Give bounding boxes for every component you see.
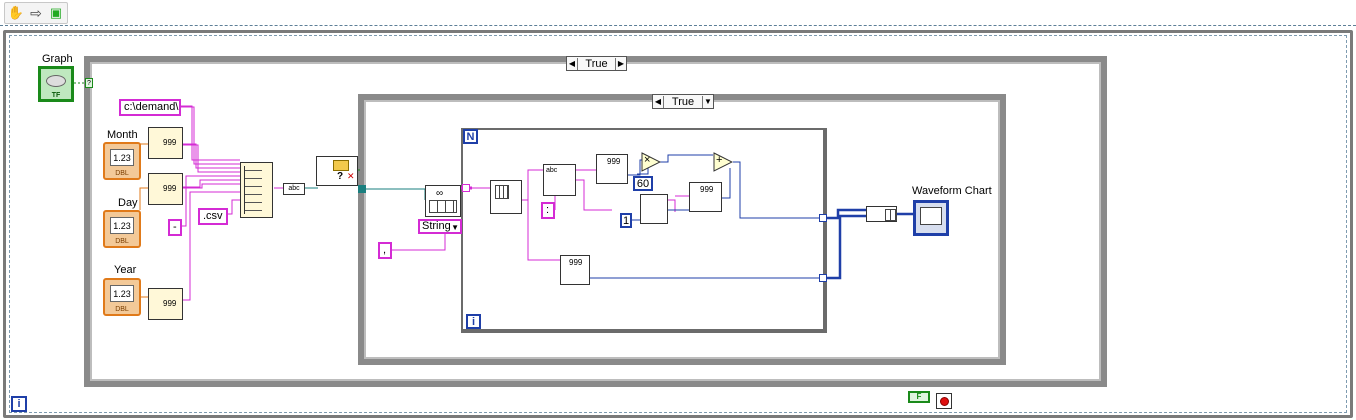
add-triangle-icon <box>713 152 734 172</box>
format-text-3: 999 <box>569 258 583 267</box>
folder-icon <box>333 160 349 171</box>
next-case-icon[interactable]: ▶ <box>617 59 625 68</box>
bundle-node[interactable] <box>866 206 897 222</box>
day-numeric-control[interactable]: 1.23 DBL <box>103 210 141 248</box>
diagram-top-border <box>0 25 1356 26</box>
decimal-string-to-number-node-2[interactable]: 999 <box>689 182 722 212</box>
dash-string-constant[interactable]: - <box>168 219 182 236</box>
run-arrow-icon[interactable]: ⇨ <box>30 4 42 21</box>
concatenate-icon <box>244 166 262 214</box>
month-type-tag: DBL <box>115 170 129 177</box>
inner-case-selector[interactable]: ◀ True ▼ <box>652 94 714 109</box>
cancel-x-icon: ✕ <box>347 171 355 181</box>
one-numeric-constant[interactable]: 1 <box>620 213 632 228</box>
ring-dropdown-icon[interactable]: ▼ <box>451 223 459 232</box>
day-format-text: 999 <box>163 184 177 193</box>
outer-case-selector-label: True <box>577 57 616 70</box>
operate-hand-icon[interactable]: ✋ <box>7 5 25 20</box>
inner-next-case-icon[interactable]: ▼ <box>704 97 712 106</box>
for-loop-index-terminal: i <box>466 314 481 329</box>
month-format-text: 999 <box>163 138 177 147</box>
inner-prev-case-icon[interactable]: ◀ <box>654 97 662 106</box>
month-format-node[interactable]: 999 <box>148 127 183 159</box>
outer-case-selector[interactable]: ◀ True ▶ <box>566 56 627 71</box>
string-type-value: String <box>422 220 451 232</box>
waveform-chart-label: Waveform Chart <box>912 185 992 197</box>
boolean-led-icon <box>46 75 66 87</box>
spreadsheet-icon <box>429 200 457 213</box>
path-string-constant[interactable]: c:\demand\ <box>119 99 181 116</box>
array-grid-icon <box>495 185 509 199</box>
multiply-symbol: × <box>644 154 651 166</box>
graph-type-tag: TF <box>51 92 61 99</box>
stop-condition-terminal[interactable] <box>936 393 952 409</box>
for-loop-output-tunnel-2 <box>819 274 827 282</box>
highlight-execution-icon[interactable]: ▣ <box>49 5 63 20</box>
year-format-text: 999 <box>163 299 177 308</box>
year-type-tag: DBL <box>115 306 129 313</box>
format-text-1: 999 <box>607 157 621 166</box>
read-spreadsheet-node[interactable]: ∞ <box>425 185 461 217</box>
while-loop[interactable] <box>3 30 1353 418</box>
month-numeric-control[interactable]: 1.23 DBL <box>103 142 141 180</box>
graph-boolean-control[interactable]: TF <box>38 66 74 102</box>
day-type-tag: DBL <box>115 238 129 245</box>
format-text-2: 999 <box>700 185 714 194</box>
index-array-node[interactable] <box>490 180 522 214</box>
graph-label: Graph <box>42 53 73 65</box>
file-dialog-tunnel <box>358 185 366 193</box>
for-loop-output-tunnel-1 <box>819 214 827 222</box>
stop-icon <box>940 397 949 406</box>
multiply-node[interactable]: × <box>641 152 662 172</box>
day-display: 1.23 <box>110 217 134 234</box>
stop-false-constant[interactable]: F <box>908 391 930 403</box>
for-loop-input-tunnel <box>462 184 470 192</box>
day-format-node[interactable]: 999 <box>148 173 183 205</box>
while-loop-inner-frame <box>9 35 1347 413</box>
year-numeric-control[interactable]: 1.23 DBL <box>103 278 141 316</box>
chart-icon <box>920 207 942 225</box>
concatenate-strings-node[interactable] <box>240 162 273 218</box>
prev-case-icon[interactable]: ◀ <box>568 59 576 68</box>
for-loop-count-terminal[interactable]: N <box>463 129 478 144</box>
string-type-ring[interactable]: String ▼ <box>418 219 462 234</box>
stop-false-label: F <box>916 392 922 401</box>
month-display: 1.23 <box>110 149 134 166</box>
decimal-string-to-number-node-1[interactable]: 999 <box>596 154 628 184</box>
match-pattern-node-2[interactable] <box>640 194 668 224</box>
add-symbol: + <box>716 154 723 166</box>
add-node[interactable]: + <box>713 152 734 172</box>
colon-string-constant[interactable]: : <box>541 202 555 219</box>
sixty-numeric-constant[interactable]: 60 <box>633 176 653 191</box>
while-loop-iteration-terminal: i <box>11 396 27 412</box>
waveform-chart-indicator[interactable] <box>913 200 949 236</box>
year-display: 1.23 <box>110 285 134 302</box>
multiply-triangle-icon <box>641 152 662 172</box>
year-label: Year <box>114 264 137 276</box>
match-pattern-node[interactable]: abc <box>543 164 576 196</box>
bundle-icon <box>885 209 897 221</box>
question-icon: ? <box>337 171 344 182</box>
toolbar: ✋ ⇨ ▣ <box>4 2 68 24</box>
inner-case-selector-label: True <box>663 95 703 108</box>
csv-string-constant[interactable]: .csv <box>198 208 228 225</box>
comma-delimiter-constant[interactable]: , <box>378 242 392 259</box>
day-label: Day <box>118 197 138 209</box>
string-to-path-node[interactable]: abc <box>283 183 305 195</box>
decimal-string-to-number-node-3[interactable]: 999 <box>560 255 590 285</box>
file-dialog-node[interactable]: ? ✕ <box>316 156 358 186</box>
year-format-node[interactable]: 999 <box>148 288 183 320</box>
match-pattern-text: abc <box>546 167 558 174</box>
glasses-icon: ∞ <box>436 188 444 199</box>
month-label: Month <box>107 129 138 141</box>
string-to-path-text: abc <box>288 185 300 192</box>
case-selector-terminal: ? <box>85 78 93 88</box>
